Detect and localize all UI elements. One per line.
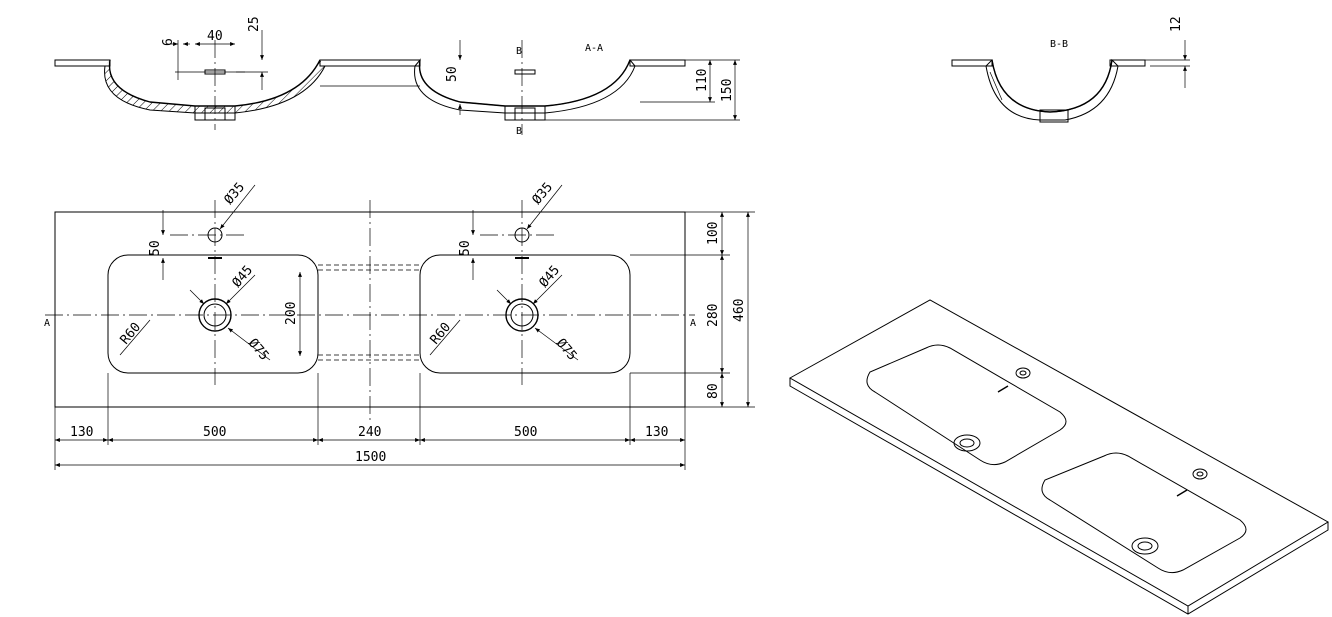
dim-460: 460 xyxy=(732,299,747,322)
dim-50-right: 50 xyxy=(458,240,473,256)
dim-12: 12 xyxy=(1169,16,1184,32)
basin-right xyxy=(419,254,631,374)
dim-150: 150 xyxy=(720,79,735,102)
dim-500-right: 500 xyxy=(514,425,537,440)
label-tap-dia-right: Ø35 xyxy=(530,180,557,208)
dim-240: 240 xyxy=(358,425,381,440)
section-a-a-title: A-A xyxy=(585,43,603,54)
marker-a-left: A xyxy=(44,318,50,329)
dim-25: 25 xyxy=(247,16,262,32)
label-drain-dia-left: Ø45 xyxy=(230,263,257,291)
marker-a-right: A xyxy=(690,318,696,329)
dim-40: 40 xyxy=(207,29,223,44)
dim-280: 280 xyxy=(706,304,721,327)
label-drain-dia-right: Ø45 xyxy=(537,263,564,291)
label-outer-dia-left: Ø75 xyxy=(245,336,272,364)
dim-1500: 1500 xyxy=(355,450,386,465)
section-a-a: 6 40 25 50 B B A-A 110 150 xyxy=(54,16,740,137)
plan-view: Ø35 Ø35 Ø45 Ø45 Ø75 Ø75 R60 R60 50 50 20… xyxy=(44,180,755,470)
dim-6: 6 xyxy=(161,38,176,46)
dim-130-right: 130 xyxy=(645,425,668,440)
iso-basin-left xyxy=(866,344,1067,466)
dim-80: 80 xyxy=(706,383,721,399)
basin-left xyxy=(107,254,319,374)
dim-50-section: 50 xyxy=(445,66,460,82)
dim-130-left: 130 xyxy=(70,425,93,440)
dim-50-left: 50 xyxy=(148,240,163,256)
marker-b-bottom: B xyxy=(516,126,522,137)
dim-110: 110 xyxy=(695,69,710,92)
dim-100: 100 xyxy=(706,222,721,245)
isometric-view xyxy=(788,299,1329,615)
label-radius-right: R60 xyxy=(428,320,455,348)
section-b-b-title: B-B xyxy=(1050,39,1068,50)
label-radius-left: R60 xyxy=(118,320,145,348)
section-b-b: B-B 12 xyxy=(951,16,1190,123)
label-tap-dia-left: Ø35 xyxy=(222,180,249,208)
label-outer-dia-right: Ø75 xyxy=(553,336,580,364)
marker-b-top: B xyxy=(516,46,522,57)
iso-basin-right xyxy=(1041,452,1247,574)
dim-500-left: 500 xyxy=(203,425,226,440)
dim-200: 200 xyxy=(284,302,299,325)
